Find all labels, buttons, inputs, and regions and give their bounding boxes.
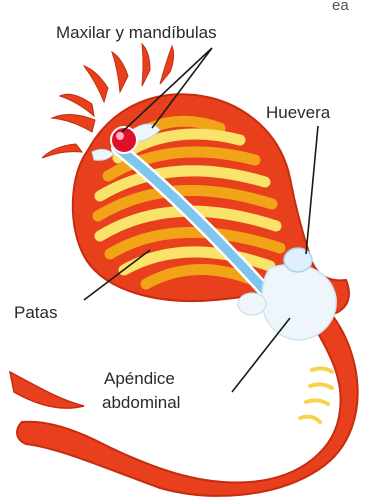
egg-sac (262, 265, 336, 340)
label-apendice-line2: abdominal (102, 393, 180, 412)
clipped-top-text: ea (332, 0, 349, 14)
egg-ball (284, 248, 312, 272)
tail-segments (300, 368, 332, 422)
label-apendice-line1: Apéndice (104, 369, 175, 388)
leader-huevera (306, 126, 318, 254)
abdominal-appendage (238, 293, 266, 315)
label-huevera: Huevera (266, 103, 331, 122)
leader-apendice (232, 318, 290, 392)
maxilla-highlight (116, 132, 124, 140)
tail-fold (10, 372, 84, 408)
label-patas: Patas (14, 303, 57, 322)
label-maxilar: Maxilar y mandíbulas (56, 23, 217, 42)
